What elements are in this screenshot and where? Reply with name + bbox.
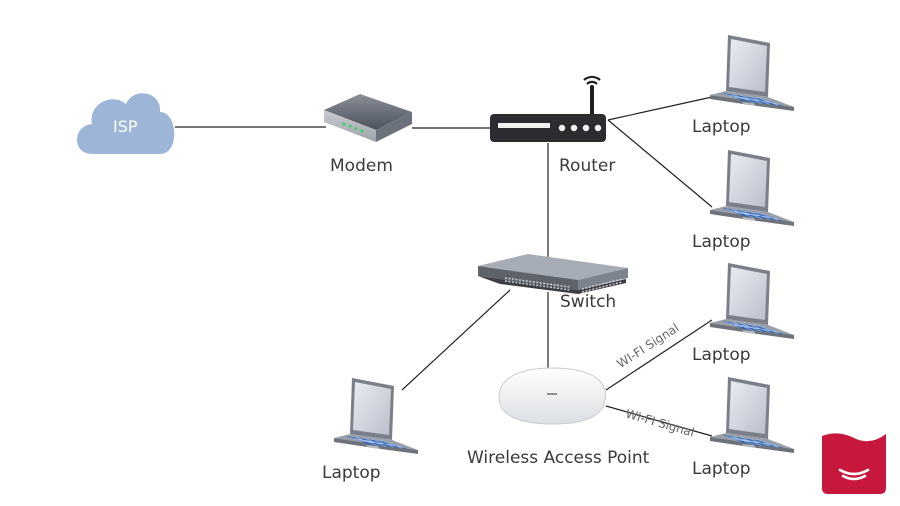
cloud-icon [77, 93, 175, 154]
switch-icon [478, 254, 628, 294]
router-icon [490, 75, 606, 142]
laptop-label-2: Laptop [692, 232, 751, 252]
brand-logo-icon [822, 433, 886, 494]
isp-label: ISP [113, 117, 138, 136]
switch-label: Switch [560, 292, 617, 312]
laptop-label-3: Laptop [692, 345, 751, 365]
access-point-label: Wireless Access Point [467, 448, 650, 468]
laptop-label-4: Laptop [692, 459, 751, 479]
laptop-label-1: Laptop [692, 117, 751, 137]
access-point-icon [498, 367, 606, 425]
connection-lines [175, 96, 713, 437]
modem-label: Modem [330, 156, 393, 176]
router-label: Router [559, 156, 616, 176]
laptop-label-5: Laptop [322, 463, 381, 483]
modem-icon [324, 94, 412, 142]
